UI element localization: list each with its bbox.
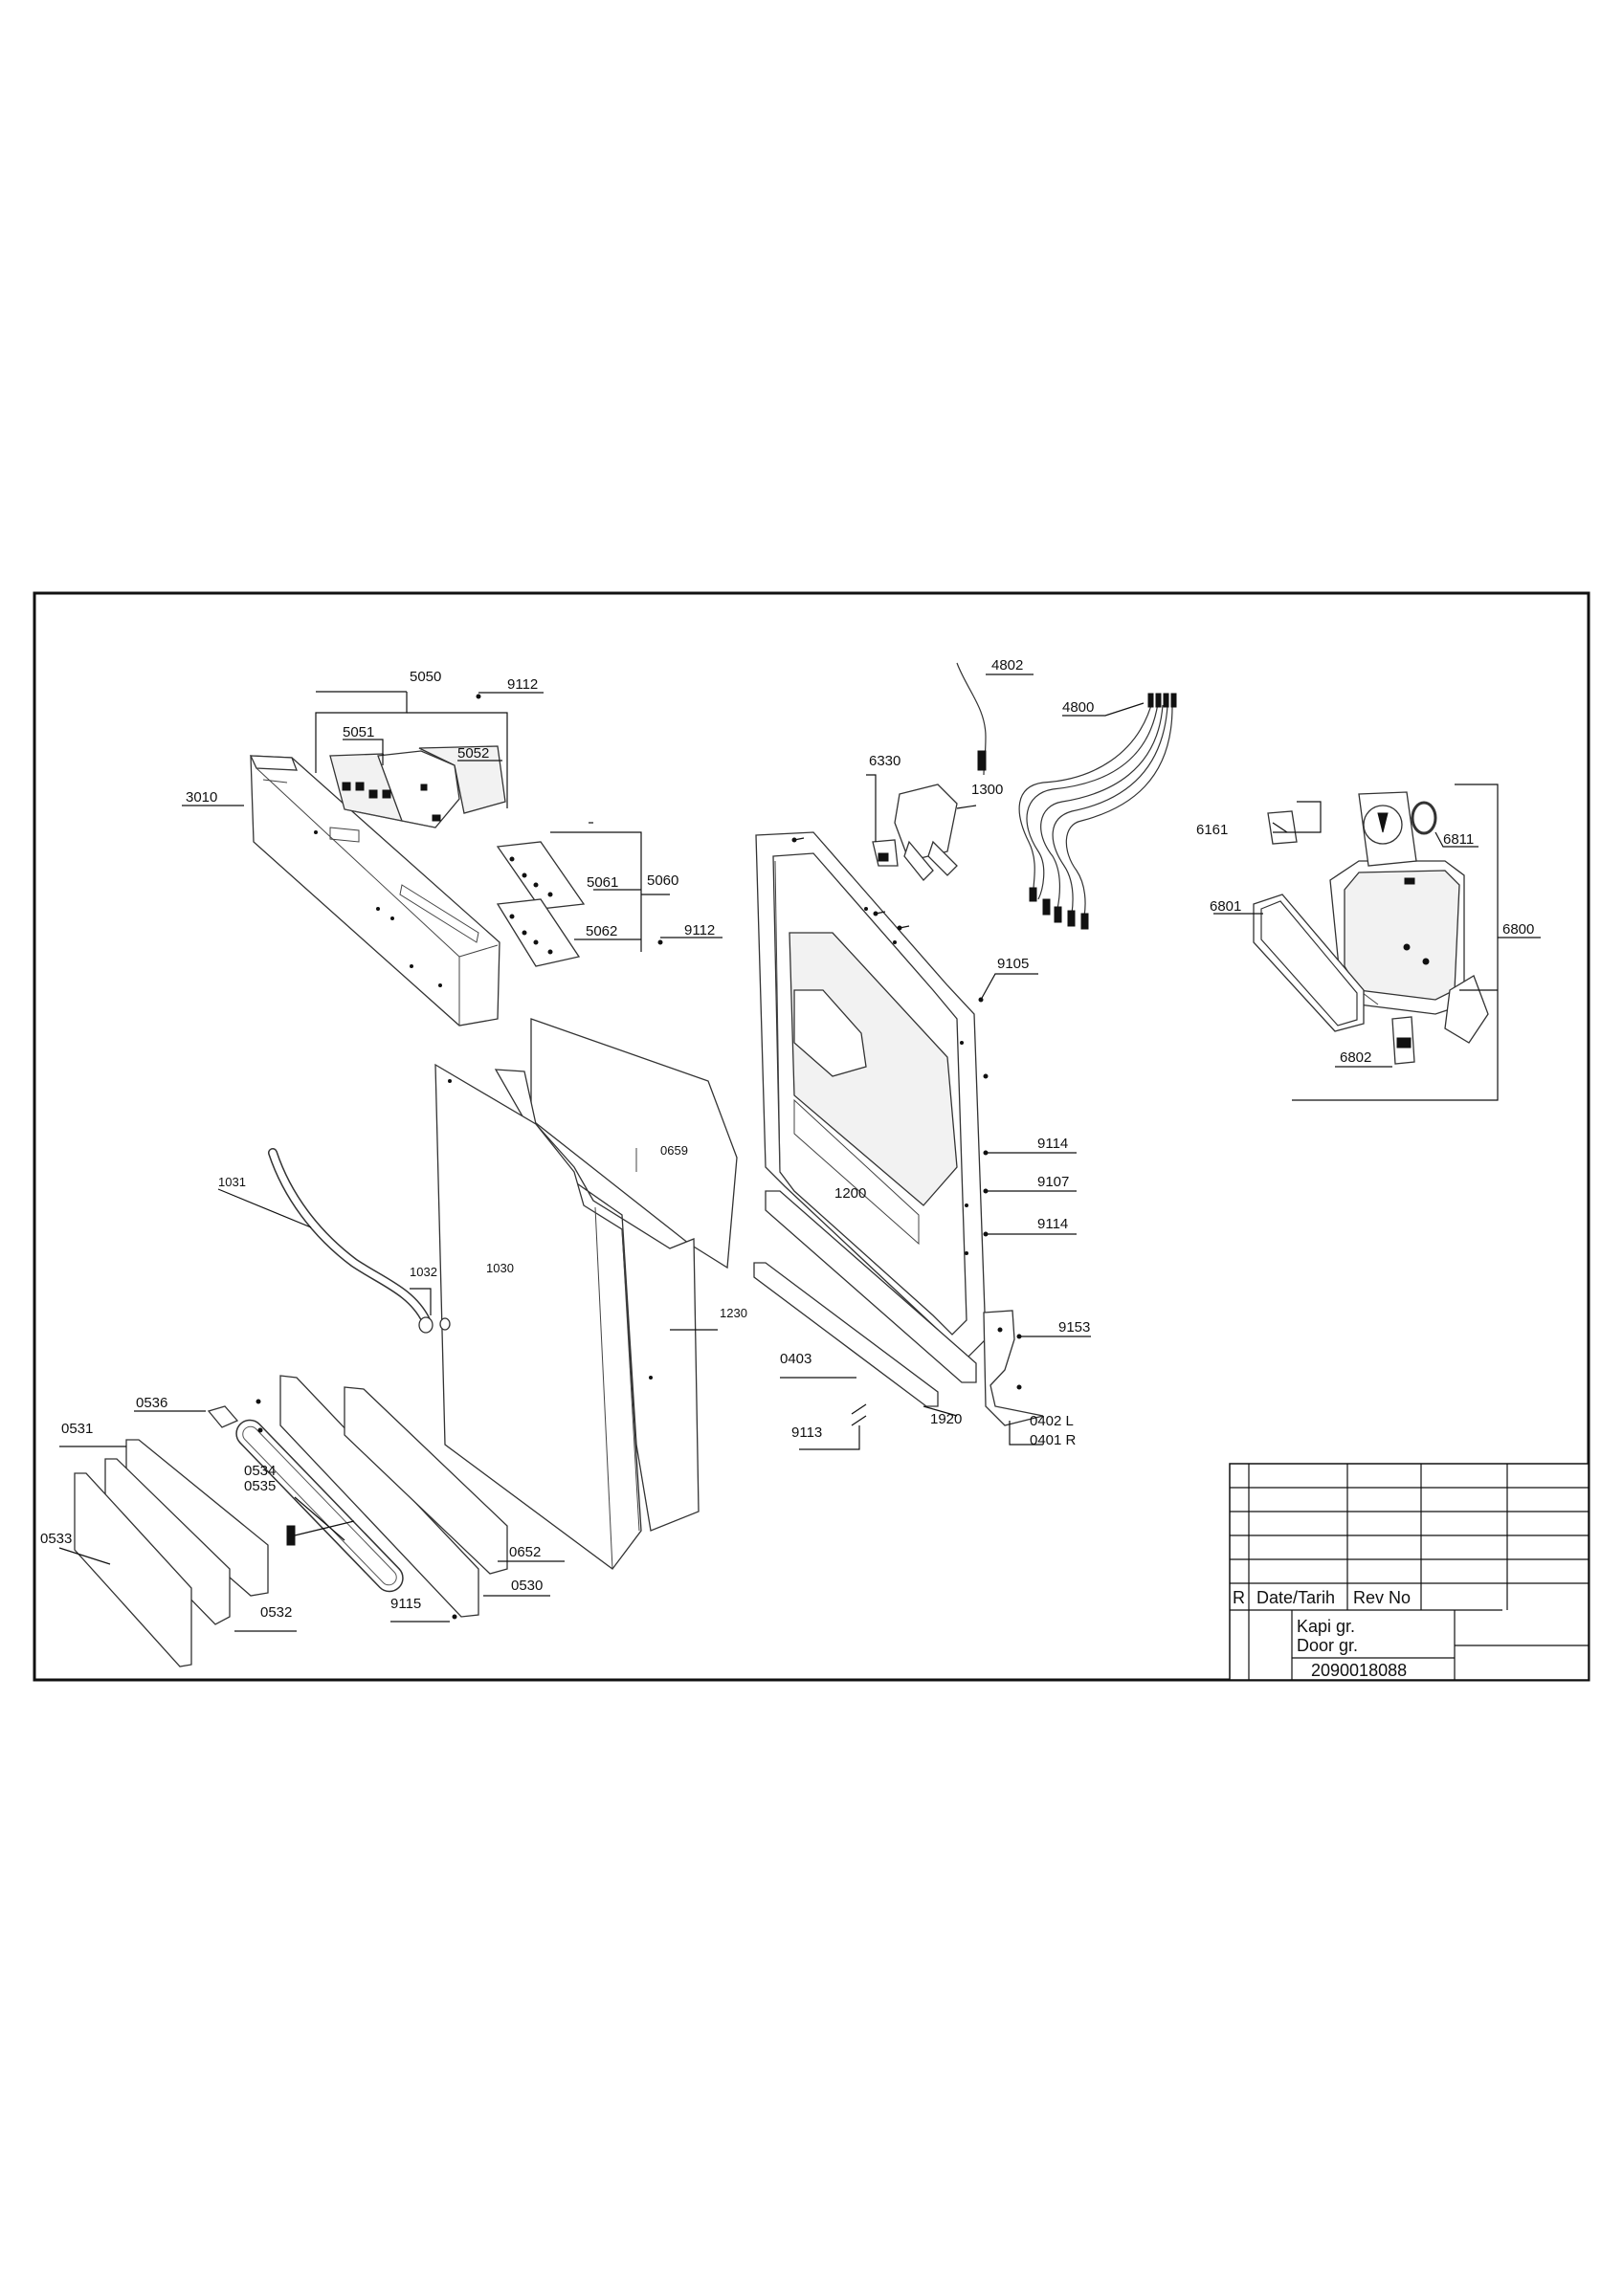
callout-0536: 0536	[136, 1395, 167, 1411]
callout-4802: 4802	[991, 657, 1023, 673]
module-5062	[496, 898, 581, 967]
callout-5062: 5062	[586, 923, 617, 939]
detergent-lock-1300	[894, 784, 977, 881]
callout-0401-R: 0401 R	[1030, 1432, 1077, 1448]
hose-1031	[268, 1148, 451, 1334]
callout-1031: 1031	[218, 1175, 246, 1189]
callout-0659: 0659	[660, 1143, 688, 1158]
callout-6330: 6330	[869, 753, 900, 769]
inner-door-1200	[755, 831, 987, 1359]
switch-6330	[872, 839, 899, 867]
callout-9113: 9113	[791, 1424, 822, 1441]
insulation-0652	[344, 1386, 508, 1575]
callout-9107: 9107	[1037, 1174, 1069, 1190]
drawing-name-en: Door gr.	[1297, 1636, 1358, 1655]
callout-1920: 1920	[930, 1411, 962, 1427]
callout-9112: 9112	[507, 676, 538, 693]
date-header: Date/Tarih	[1256, 1588, 1335, 1607]
strip-1920	[765, 1190, 977, 1383]
callout-1300: 1300	[971, 782, 1003, 798]
bracket-0534-0535	[286, 1520, 355, 1546]
callout-labels: 5050 9112 5051 5052 3010 5061 5060 5062 …	[40, 657, 1534, 1621]
callout-6161: 6161	[1196, 822, 1228, 838]
callout-5051: 5051	[343, 724, 374, 740]
callout-9153: 9153	[1058, 1319, 1090, 1336]
callout-6801: 6801	[1210, 898, 1241, 915]
callout-9115: 9115	[390, 1596, 421, 1612]
callout-9105: 9105	[997, 956, 1029, 972]
leaders-top-center	[866, 673, 1145, 842]
harness-4800	[1018, 693, 1177, 930]
module-5061	[496, 841, 586, 910]
callout-1030: 1030	[486, 1261, 514, 1275]
callout-6800: 6800	[1502, 921, 1534, 938]
leaders-lower-left	[58, 1188, 718, 1632]
callout-6811: 6811	[1443, 831, 1474, 848]
title-block: R Date/Tarih Rev No Kapi gr. Door gr. 20…	[1229, 1463, 1590, 1681]
gasket-6811	[1411, 801, 1437, 835]
callout-0531: 0531	[61, 1421, 93, 1437]
part-6161	[1267, 810, 1298, 845]
drawing-frame	[33, 591, 1590, 1682]
callout-4800: 4800	[1062, 699, 1094, 716]
inner-panel-0530	[235, 1375, 479, 1618]
decor-strip-0533	[74, 1472, 192, 1667]
leaders-center	[780, 837, 1091, 1450]
rev-header: Rev No	[1353, 1588, 1411, 1607]
hinge-0401-0402	[983, 1310, 1044, 1426]
callout-3010: 3010	[186, 789, 217, 806]
dispenser-lid-6801	[1253, 894, 1365, 1032]
drawing-name-tr: Kapi gr.	[1297, 1617, 1355, 1636]
callout-1032: 1032	[410, 1265, 437, 1279]
rev-marker: R	[1233, 1588, 1245, 1607]
callout-1230: 1230	[720, 1306, 747, 1320]
actuator-6802	[1391, 1016, 1415, 1065]
strip-0403	[753, 1262, 939, 1407]
callout-0535: 0535	[244, 1478, 276, 1494]
callout-1200: 1200	[834, 1185, 866, 1202]
cable-4802	[956, 662, 987, 776]
callout-9112b: 9112	[684, 922, 715, 938]
callout-0403: 0403	[780, 1351, 812, 1367]
callout-5061: 5061	[587, 874, 618, 891]
callout-0402-L: 0402 L	[1030, 1413, 1074, 1429]
callout-9114: 9114	[1037, 1136, 1068, 1152]
electronic-housing-5051-5052	[329, 745, 506, 828]
callout-0532: 0532	[260, 1604, 292, 1621]
leaders-control-panel	[182, 691, 723, 952]
screw-9113	[851, 1403, 867, 1426]
clip-0536	[207, 1405, 239, 1428]
drawing-part-number: 2090018088	[1311, 1661, 1407, 1680]
callout-0652: 0652	[509, 1544, 541, 1560]
callout-5060: 5060	[647, 872, 678, 889]
callout-0530: 0530	[511, 1578, 543, 1594]
callout-9114b: 9114	[1037, 1216, 1068, 1232]
control-panel-3010	[249, 755, 500, 1027]
callout-6802: 6802	[1340, 1049, 1371, 1066]
callout-5052: 5052	[457, 745, 489, 762]
callout-0533: 0533	[40, 1531, 72, 1547]
door-outer-1030	[434, 1063, 653, 1570]
dispenser-6800	[1329, 791, 1489, 1044]
leaders-right	[1213, 784, 1541, 1101]
callout-0534: 0534	[244, 1463, 276, 1479]
callout-5050: 5050	[410, 669, 441, 685]
